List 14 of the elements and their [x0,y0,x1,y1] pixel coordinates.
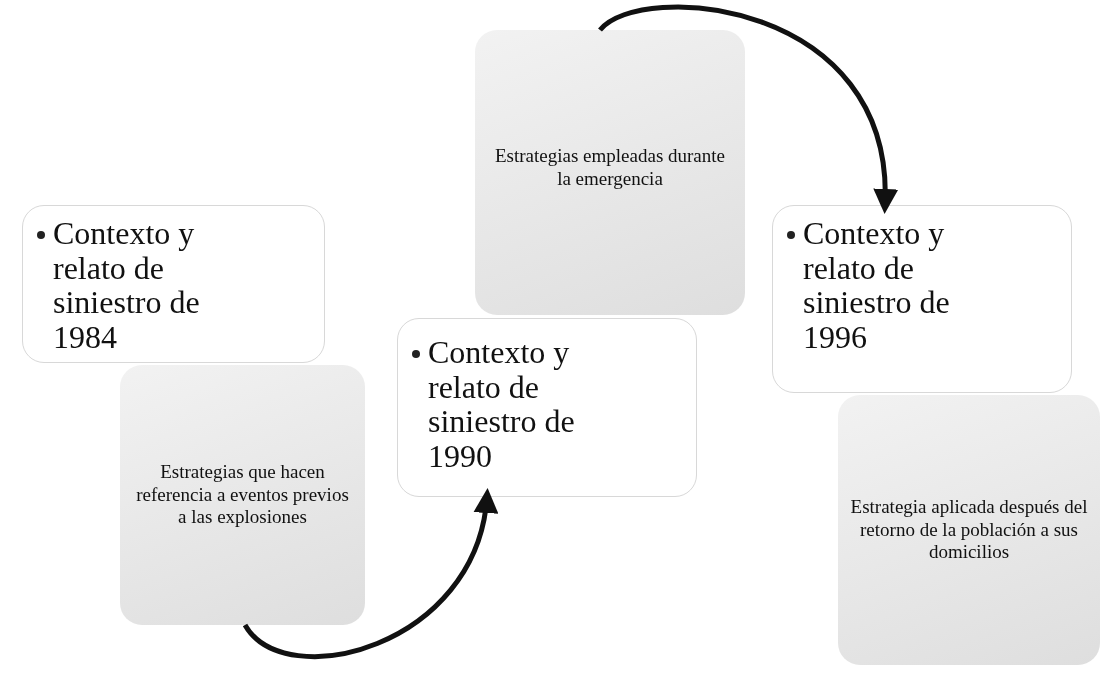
curved-arrow [243,488,497,659]
bullet-text: Contexto y relato de siniestro de 1996 [803,216,951,355]
box-text: Estrategia aplicada después del retorno de la población a sus domicilios [850,495,1088,565]
bullet-text: Contexto y relato de siniestro de 1990 [428,335,576,474]
strategy-box [838,395,1100,665]
context-box [397,318,697,497]
box-text: Estrategias empleadas durante la emergencia [494,145,726,191]
box-text: Estrategias que hacen referencia a eventos previos a las explosiones [135,460,350,530]
bullet-text: Contexto y relato de siniestro de 1984 [53,216,201,355]
strategy-box [475,30,745,315]
context-box [772,205,1072,393]
strategy-box [120,365,365,625]
curved-arrow [598,4,897,214]
context-box [22,205,325,363]
